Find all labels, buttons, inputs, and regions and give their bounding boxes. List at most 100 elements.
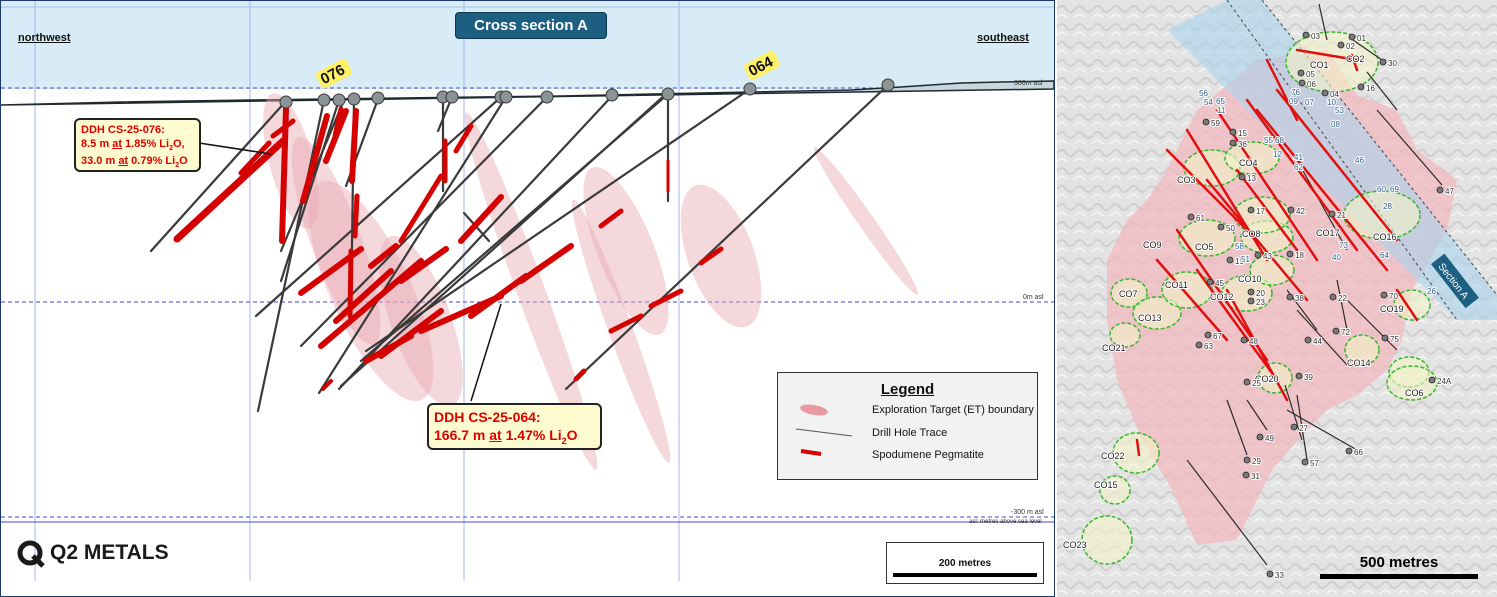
plan-label: CO21 <box>1102 343 1126 353</box>
plan-label: 20 <box>1256 289 1265 298</box>
plan-label: 11 <box>1217 106 1226 115</box>
plan-label: 40 <box>1332 253 1341 262</box>
drill-collar <box>1229 139 1237 147</box>
drill-collar <box>1348 33 1356 41</box>
plan-label: 19 <box>1235 257 1244 266</box>
plan-label: CO10 <box>1238 274 1262 284</box>
plan-label: 33 <box>1275 571 1284 580</box>
plan-label: 25 <box>1252 379 1261 388</box>
plan-label: CO1 <box>1310 60 1329 70</box>
legend-pegmatite-label: Spodumene Pegmatite <box>872 449 984 461</box>
plan-label: CO23 <box>1063 540 1087 550</box>
plan-label: 61 <box>1196 214 1205 223</box>
plan-label: 06 <box>1307 80 1316 89</box>
drill-collar <box>1337 41 1345 49</box>
plan-scale-label: 500 metres <box>1359 554 1439 571</box>
drill-collars <box>279 78 895 109</box>
plan-label: 44 <box>1313 337 1322 346</box>
plan-map: Section A CO1CO2CO3CO4CO5CO6CO7CO8CO9CO1… <box>1057 0 1497 597</box>
plan-scale: 500 metres <box>1320 554 1478 579</box>
plan-label: 75 <box>1390 335 1399 344</box>
plan-label: 57 <box>1310 459 1319 468</box>
plan-labels: CO1CO2CO3CO4CO5CO6CO7CO8CO9CO10CO11CO12C… <box>1062 31 1455 581</box>
drill-collar <box>1298 79 1306 87</box>
plan-label: 03 <box>1311 32 1320 41</box>
drill-collar <box>1428 376 1436 384</box>
plan-label: 65 <box>1216 97 1225 106</box>
drill-collar <box>1302 31 1310 39</box>
drill-collar <box>1247 206 1255 214</box>
plan-label: CO7 <box>1119 289 1138 299</box>
plan-label: 64 <box>1380 251 1389 260</box>
section-title: Cross section A <box>455 12 607 39</box>
elev-neg300-label: -300 m asl <box>1011 509 1044 516</box>
plan-drill-traces <box>1186 3 1443 566</box>
drill-collar <box>1238 173 1246 181</box>
plan-label: 43 <box>1263 252 1272 261</box>
drill-collar <box>1295 372 1303 380</box>
plan-label: 58 <box>1235 242 1244 251</box>
callout-076: DDH CS-25-076: 8.5 m at 1.85% Li2O, 33.0… <box>74 118 201 172</box>
q2-logo-icon <box>17 540 45 568</box>
plan-label: CO12 <box>1210 292 1234 302</box>
plan-label: 24A <box>1437 377 1452 386</box>
legend-title: Legend <box>880 381 935 398</box>
plan-label: CO19 <box>1380 304 1404 314</box>
plan-label: 21 <box>1337 211 1346 220</box>
callout-064: DDH CS-25-064: 166.7 m at 1.47% Li2O <box>427 403 602 450</box>
plan-label: 02 <box>1346 42 1355 51</box>
legend-trace-swatch <box>795 428 853 437</box>
plan-label: 51 <box>1241 255 1250 264</box>
plan-label: CO15 <box>1094 480 1118 490</box>
plan-collars <box>1187 31 1444 578</box>
plan-label: 50 <box>1226 224 1235 233</box>
legend: Legend Exploration Target (ET) boundary … <box>777 372 1038 480</box>
drill-collar <box>1217 223 1225 231</box>
plan-label: 56 <box>1199 89 1208 98</box>
drill-collar <box>1247 297 1255 305</box>
drill-collar <box>1357 83 1365 91</box>
drill-collar <box>1332 327 1340 335</box>
plan-scale-bar <box>1320 574 1478 579</box>
drill-collar <box>1187 213 1195 221</box>
plan-label: CO9 <box>1143 240 1162 250</box>
section-scale-bar <box>893 573 1037 577</box>
plan-label: 63 <box>1204 342 1213 351</box>
drill-collar <box>1254 251 1262 259</box>
drill-collar <box>1321 89 1329 97</box>
drill-collar <box>1297 69 1305 77</box>
legend-target-label: Exploration Target (ET) boundary <box>872 404 1034 416</box>
plan-label: 48 <box>1249 337 1258 346</box>
plan-label: 76 <box>1291 88 1300 97</box>
plan-label: 12 <box>1273 150 1282 159</box>
logo-text: Q2 METALS <box>50 541 169 564</box>
plan-label: 16 <box>1366 84 1375 93</box>
callout-064-hole: DDH CS-25-064: <box>434 409 541 425</box>
drill-collar <box>1204 331 1212 339</box>
drill-collar <box>1243 378 1251 386</box>
leader-076 <box>198 142 272 155</box>
plan-label: 08 <box>1331 120 1340 129</box>
drill-collar <box>1304 336 1312 344</box>
drill-collar <box>1381 334 1389 342</box>
drill-collar <box>1345 447 1353 455</box>
plan-label: 28 <box>1383 202 1392 211</box>
drill-collar <box>1195 341 1203 349</box>
drill-collar <box>1286 250 1294 258</box>
legend-target-swatch <box>800 404 828 416</box>
plan-label: 13 <box>1247 174 1256 183</box>
plan-label: 39 <box>1304 373 1313 382</box>
drill-collar <box>1256 433 1264 441</box>
plan-label: 68 <box>1275 136 1284 145</box>
topography-surface <box>1 80 1054 106</box>
direction-southeast: southeast <box>977 32 1029 44</box>
cross-section-panel: 076 064 Cross section A northwest southe… <box>0 0 1055 597</box>
plan-label: 01 <box>1357 34 1366 43</box>
plan-label: CO4 <box>1239 158 1258 168</box>
plan-label: 49 <box>1265 434 1274 443</box>
plan-label: 72 <box>1341 328 1350 337</box>
company-logo: Q2 METALS <box>15 538 169 568</box>
asl-note: asl: metres above sea level <box>969 519 1042 525</box>
cross-section-diagram: 076 064 <box>1 1 1054 581</box>
drill-collar <box>1379 58 1387 66</box>
